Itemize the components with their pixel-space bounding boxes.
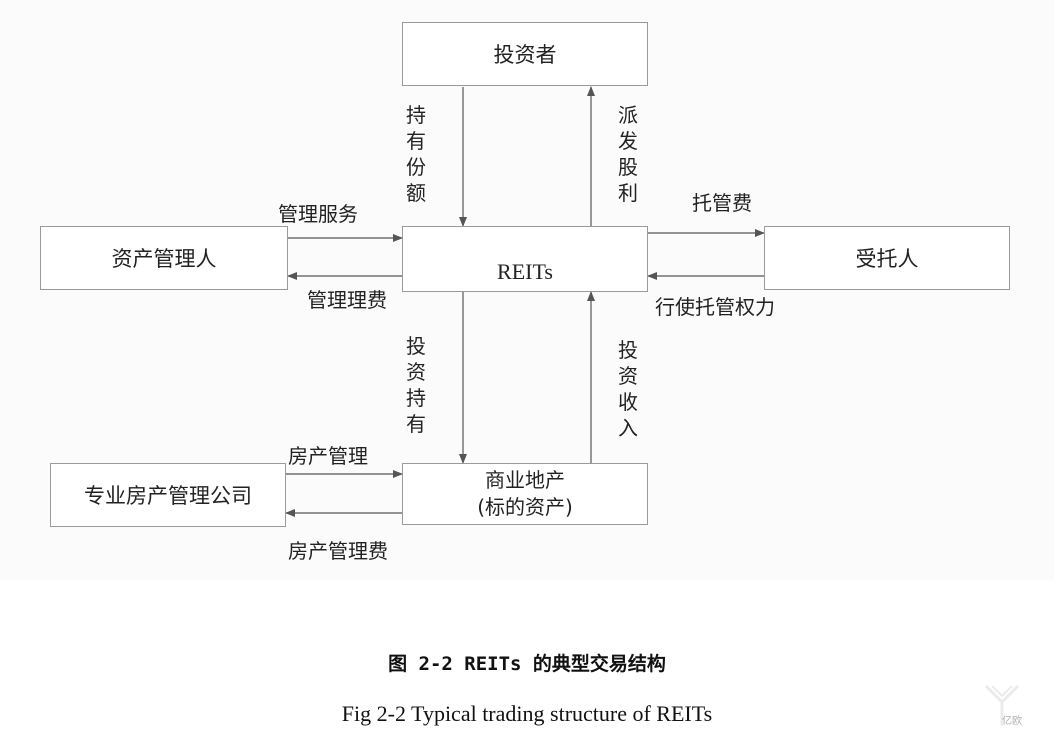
invest-hold-label: 投资持有 — [406, 334, 426, 436]
property-management-label: 房产管理 — [288, 444, 368, 468]
trustee-box: 受托人 — [764, 226, 1010, 290]
watermark-logo-icon — [984, 684, 1020, 726]
commercial-property-sublabel: (标的资产) — [477, 495, 573, 519]
investor-box: 投资者 — [402, 22, 648, 86]
commercial-property-label: 商业地产 — [485, 468, 565, 492]
reits-box: REITs — [402, 226, 648, 292]
asset-manager-box: 资产管理人 — [40, 226, 288, 290]
trustee-label: 受托人 — [855, 247, 919, 271]
watermark-text: 亿欧 — [1002, 716, 1022, 727]
hold-shares-label: 持有份额 — [406, 103, 426, 205]
custody-fee-label: 托管费 — [692, 191, 752, 215]
arrows-layer — [285, 86, 765, 517]
investment-income-label: 投资收入 — [618, 338, 638, 440]
reits-label: REITs — [497, 259, 553, 284]
commercial-property-box: 商业地产 (标的资产) — [402, 463, 648, 525]
property-management-fee-label: 房产管理费 — [288, 539, 388, 563]
exercise-custody-label: 行使托管权力 — [655, 295, 775, 319]
caption-english: Fig 2-2 Typical trading structure of REI… — [341, 701, 713, 726]
investor-label: 投资者 — [493, 43, 557, 67]
asset-manager-label: 资产管理人 — [111, 247, 217, 271]
property-company-label: 专业房产管理公司 — [84, 484, 252, 508]
management-services-label: 管理服务 — [278, 202, 358, 226]
management-fee-label: 管理理费 — [307, 288, 387, 312]
property-company-box: 专业房产管理公司 — [50, 463, 286, 527]
distribute-dividends-label: 派发股利 — [618, 103, 638, 205]
diagram-area: 投资者 REITs 资产管理人 受托人 专业房产管理公司 商业地产 (标的资产)… — [40, 22, 1010, 563]
caption-chinese: 图 2-2 REITs 的典型交易结构 — [388, 653, 666, 675]
